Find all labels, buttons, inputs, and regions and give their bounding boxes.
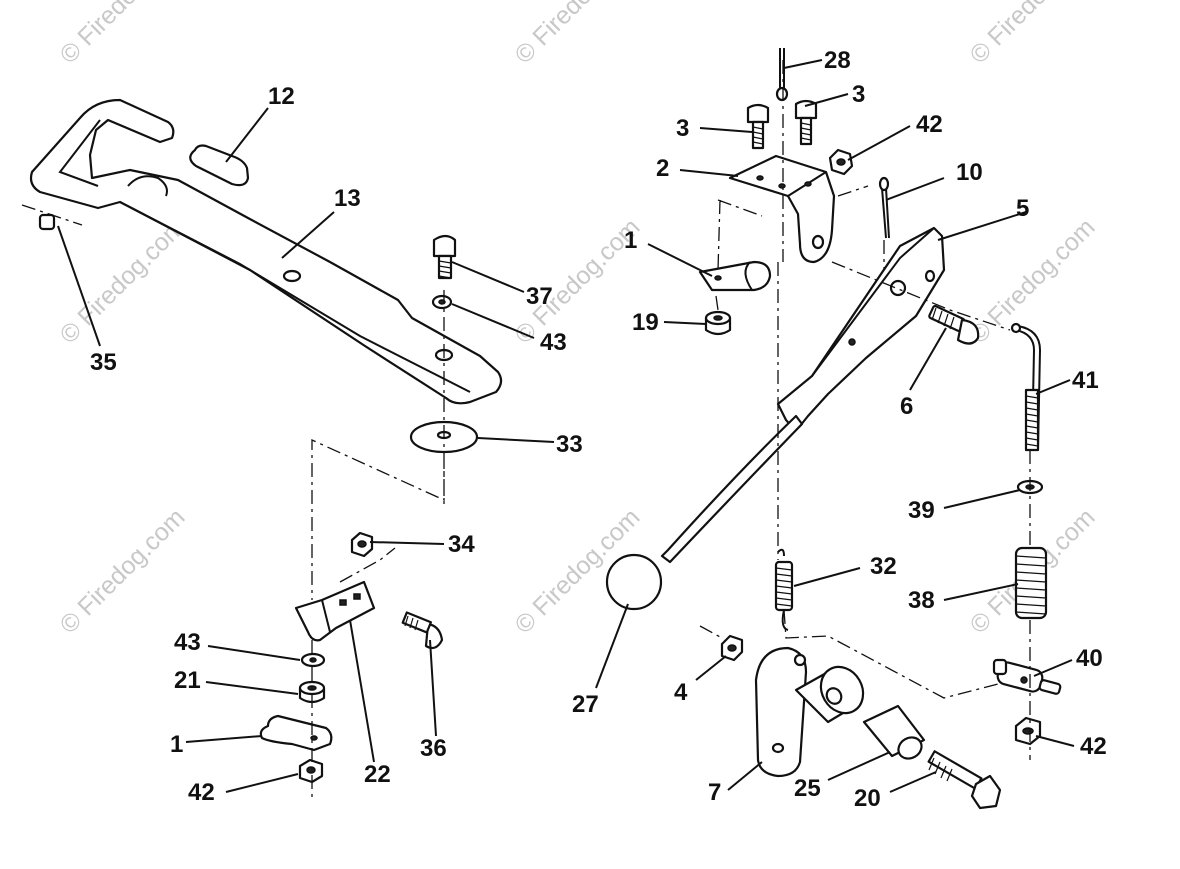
callout-35: 35 [90, 349, 117, 376]
part-13-fold [119, 201, 471, 393]
part-5-hole-2 [924, 269, 936, 283]
callout-labels: 28 3 3 42 2 10 5 1 19 6 41 39 32 38 27 4… [90, 47, 1107, 812]
part-36-bolt [401, 611, 444, 650]
part-1-clip-left [259, 714, 333, 752]
part-20-bolt [927, 750, 1002, 810]
part-1-clip-left-hole [310, 735, 318, 741]
part-3-bolt-left [746, 103, 770, 150]
part-42-nut-top [828, 148, 854, 176]
part-19-spacer [704, 310, 732, 336]
callout-41: 41 [1072, 367, 1099, 394]
part-13-hole-1 [282, 269, 302, 283]
callout-25: 25 [794, 775, 821, 802]
part-40-clevis [992, 658, 1062, 695]
dash-35 [21, 204, 83, 226]
part-27-rod [660, 414, 804, 564]
leader-lines [57, 59, 1075, 793]
right-assembly [605, 48, 1062, 810]
callout-40: 40 [1076, 645, 1103, 672]
part-7-hole-bottom [771, 742, 785, 754]
callout-3-left: 3 [676, 115, 689, 142]
part-7-arm [754, 646, 808, 778]
part-10-cotter-pin [878, 176, 890, 239]
callout-10: 10 [956, 159, 983, 186]
part-1-clip-right-curl [744, 261, 753, 291]
callout-43-bottom: 43 [174, 629, 201, 656]
dash-right-main [699, 60, 1031, 760]
part-34-nut [350, 531, 374, 558]
callout-13: 13 [334, 185, 361, 212]
callout-28: 28 [824, 47, 851, 74]
callout-39: 39 [908, 497, 935, 524]
callout-36: 36 [420, 735, 447, 762]
callout-42-top: 42 [916, 111, 943, 138]
watermark-4: © Firedog.com [54, 213, 190, 349]
part-2-pivot-hole [811, 234, 825, 250]
callout-21: 21 [174, 667, 201, 694]
callout-42-left: 42 [188, 779, 215, 806]
part-1-clip-right [698, 260, 772, 292]
part-22-bracket [294, 580, 376, 642]
part-27-knob [605, 553, 663, 611]
callout-3-right: 3 [852, 81, 865, 108]
part-1-clip-right-hole [714, 275, 722, 281]
dash-34 [339, 547, 396, 583]
callout-2: 2 [656, 155, 669, 182]
part-2-hole-2 [778, 183, 786, 189]
callout-37: 37 [526, 283, 553, 310]
part-38-spring [1014, 546, 1048, 620]
callout-20: 20 [854, 785, 881, 812]
callout-12: 12 [268, 83, 295, 110]
dash-left-main [311, 290, 445, 600]
part-12-grip [189, 144, 250, 187]
watermark-7: © Firedog.com [54, 503, 190, 639]
callout-1-right: 1 [624, 227, 637, 254]
watermark-1: © Firedog.com [54, 0, 190, 69]
part-2-hole-3 [804, 181, 812, 187]
callout-43-top: 43 [540, 329, 567, 356]
part-7-hole-top [793, 653, 807, 667]
callout-32: 32 [870, 553, 897, 580]
watermark-6: © Firedog.com [964, 213, 1100, 349]
part-4-nut [720, 634, 744, 662]
part-22-slot-1 [339, 599, 347, 606]
part-42-nut-left [298, 758, 324, 784]
part-32-spring [774, 548, 794, 631]
part-3-bolt-right [794, 99, 818, 146]
callout-7: 7 [708, 779, 721, 806]
left-assembly [21, 98, 503, 800]
callout-19: 19 [632, 309, 659, 336]
part-13-gauge-mark [127, 175, 168, 197]
part-28-cotter-pin [775, 48, 789, 102]
watermark-2: © Firedog.com [509, 0, 645, 69]
callout-34: 34 [448, 531, 475, 558]
part-6-bolt [928, 304, 980, 345]
part-13-inner-edge [58, 119, 101, 187]
part-42-nut-bottom [1014, 716, 1042, 746]
part-37-bolt [432, 234, 457, 280]
part-43-washer-lower-hole [309, 657, 317, 663]
part-41-rod [1010, 322, 1042, 452]
part-25-tube [862, 704, 926, 760]
callout-6: 6 [900, 393, 913, 420]
callout-38: 38 [908, 587, 935, 614]
callout-33: 33 [556, 431, 583, 458]
part-22-bend [321, 599, 331, 633]
part-35-pin [38, 213, 56, 231]
callout-42-bottom: 42 [1080, 733, 1107, 760]
callout-5: 5 [1016, 195, 1029, 222]
part-5-hole-3 [848, 338, 856, 346]
callout-1-left: 1 [170, 731, 183, 758]
part-2-hole-1 [756, 175, 764, 181]
callout-4: 4 [674, 679, 688, 706]
callout-22: 22 [364, 761, 391, 788]
part-5-hole-1 [889, 279, 907, 297]
part-7-hub [794, 665, 865, 724]
callout-27: 27 [572, 691, 599, 718]
part-5-lever-edge [811, 227, 935, 377]
part-22-slot-2 [353, 593, 361, 600]
watermark-3: © Firedog.com [964, 0, 1100, 69]
